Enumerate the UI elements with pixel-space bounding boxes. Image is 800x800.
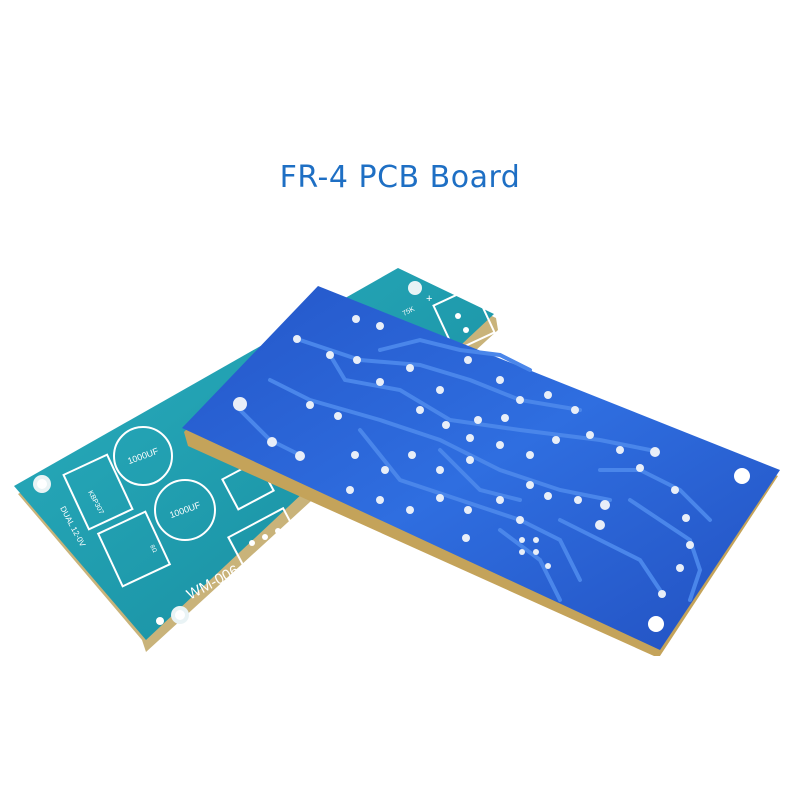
svg-text:+: + xyxy=(426,293,432,305)
resistor-label: 75K xyxy=(310,514,325,526)
page-title: FR-4 PCB Board xyxy=(279,160,521,195)
front-board xyxy=(182,286,780,656)
solder-pads xyxy=(267,315,694,598)
mount-hole xyxy=(648,616,664,632)
mount-hole xyxy=(408,281,422,295)
copper-traces xyxy=(238,337,712,602)
mount-hole xyxy=(734,468,750,484)
svg-text:8Ω: 8Ω xyxy=(148,544,157,554)
mount-hole xyxy=(233,397,247,411)
